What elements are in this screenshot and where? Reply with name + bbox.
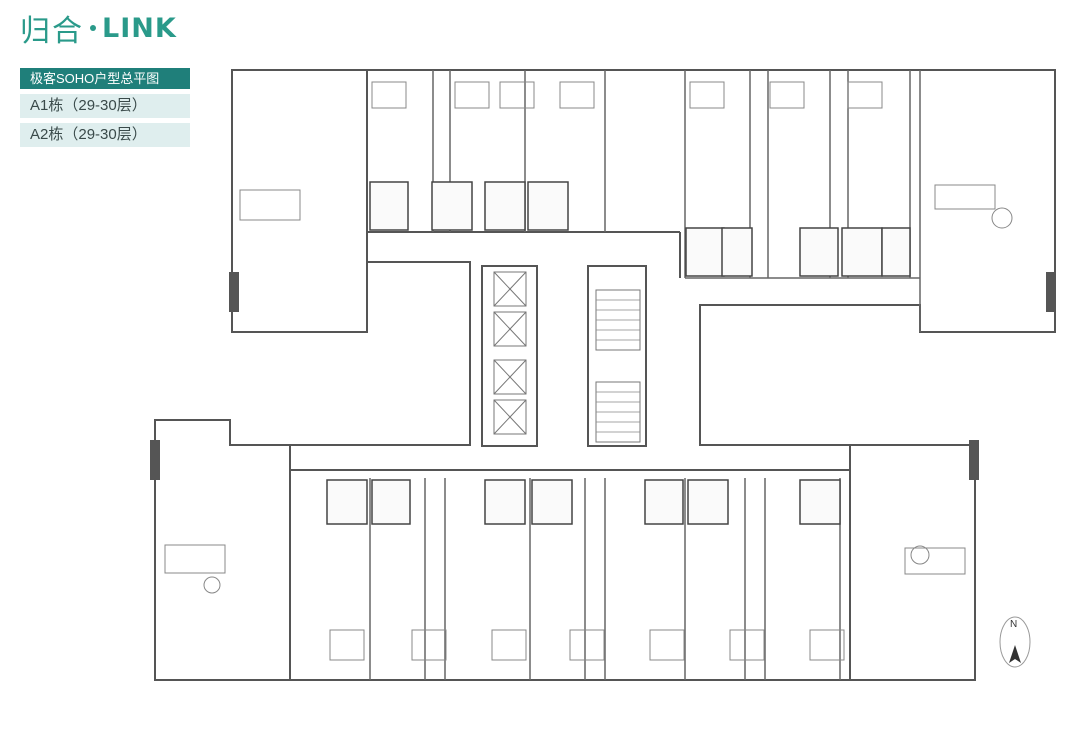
compass-icon bbox=[999, 616, 1031, 668]
legend-building-a2: A2栋（29-30层） bbox=[20, 123, 190, 147]
legend-panel: 极客SOHO户型总平图 A1栋（29-30层） A2栋（29-30层） bbox=[20, 68, 190, 147]
brand-dot bbox=[90, 25, 96, 31]
north-arrow: N bbox=[998, 615, 1032, 669]
compass-label: N bbox=[1010, 619, 1018, 630]
unit-10-outline bbox=[231, 69, 368, 333]
building-outline bbox=[154, 69, 1056, 681]
legend-building-a1: A1栋（29-30层） bbox=[20, 94, 190, 118]
brand-logo: 归合 LINK bbox=[20, 10, 177, 50]
stair-core bbox=[587, 265, 647, 447]
brand-mark: 归合 bbox=[20, 14, 84, 49]
elevator-core bbox=[481, 265, 538, 447]
legend-title: 极客SOHO户型总平图 bbox=[20, 68, 190, 89]
brand-name: LINK bbox=[102, 12, 177, 44]
